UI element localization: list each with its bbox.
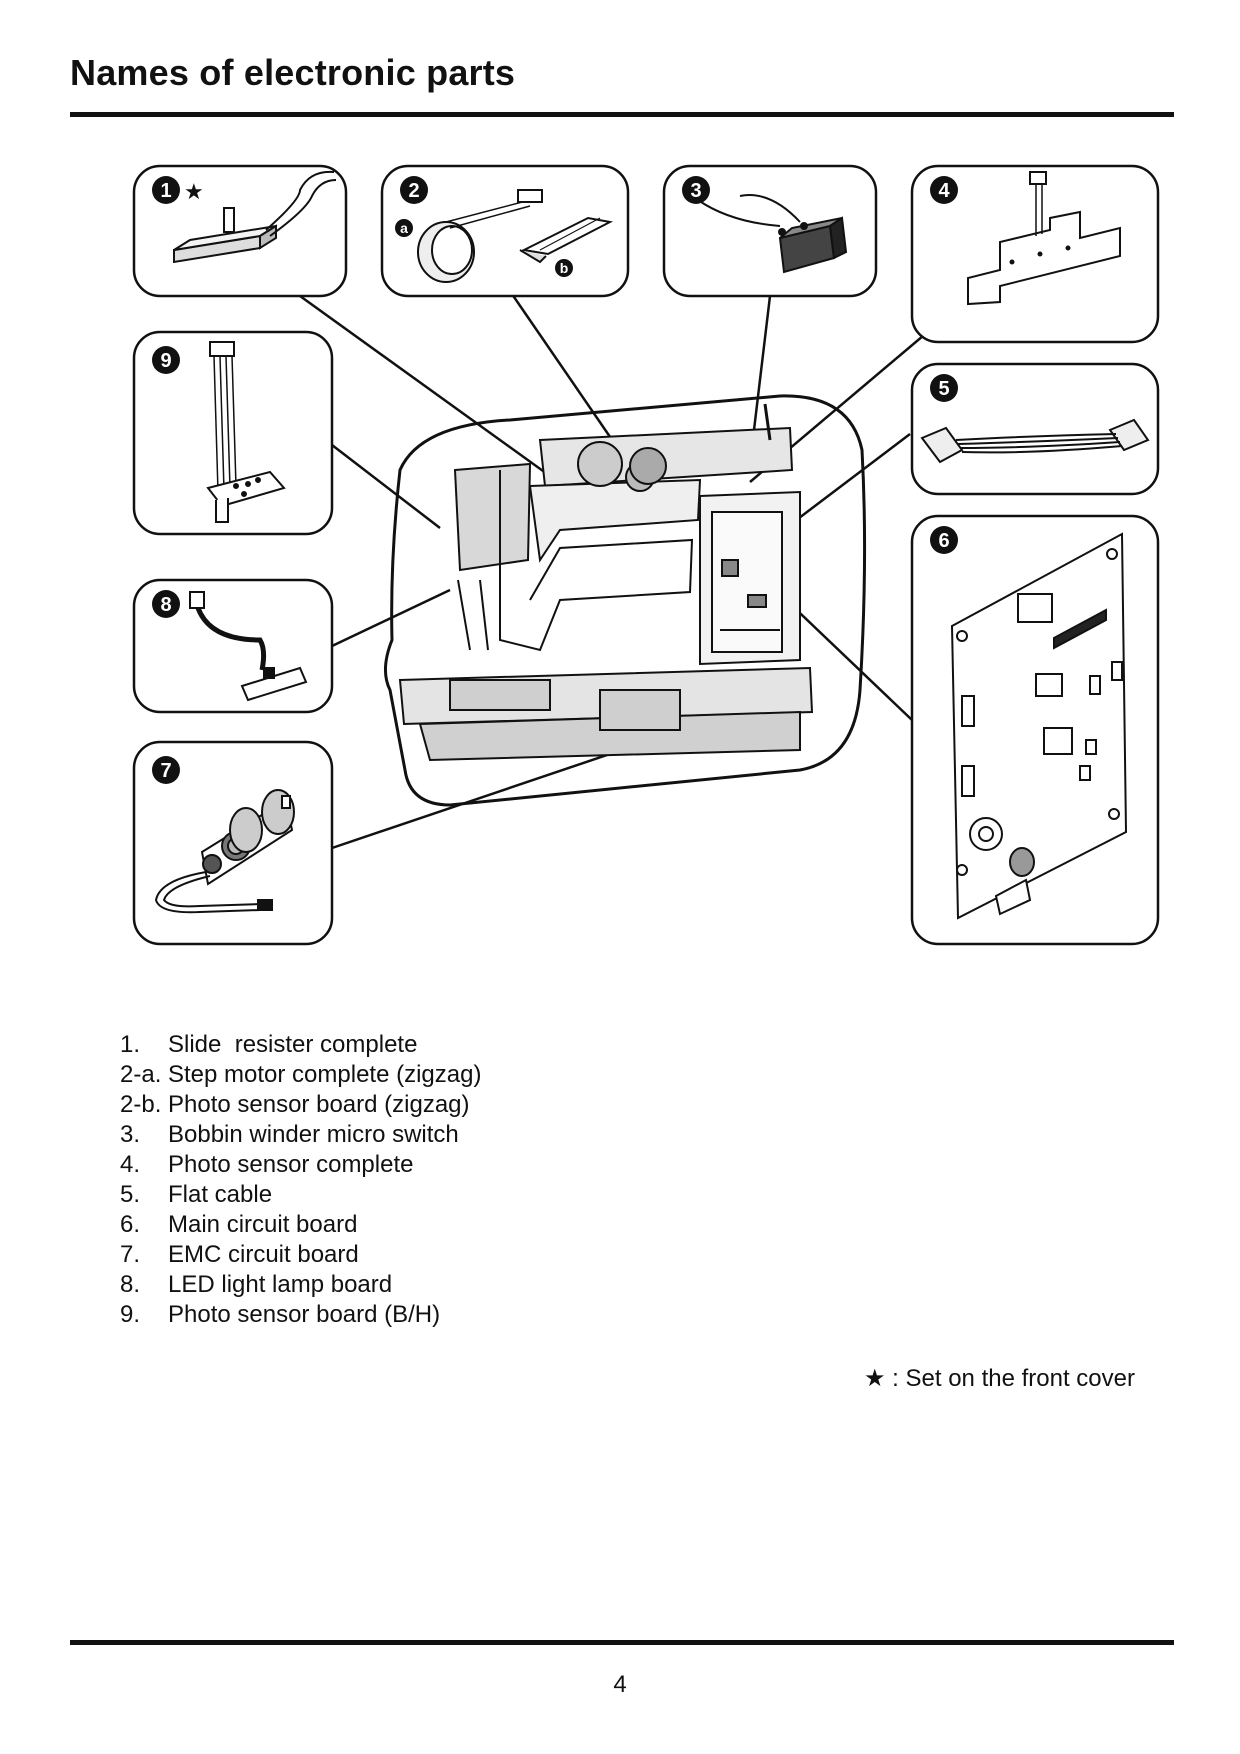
- slide-resister-illustration: [173, 170, 337, 264]
- callout-9-badge: 9: [152, 346, 180, 374]
- callout-5-badge: 5: [930, 374, 958, 402]
- callout-1: 1: [160, 180, 171, 202]
- legend-text: Flat cable: [168, 1181, 273, 1208]
- legend-number: 2-b.: [120, 1091, 162, 1118]
- legend-text: Photo sensor board (B/H): [168, 1301, 441, 1328]
- leader-line-9: [331, 444, 441, 529]
- callout-8-badge: 8: [152, 590, 180, 618]
- photo-sensor-complete-illustration: [967, 171, 1121, 306]
- legend-text: EMC circuit board: [168, 1241, 359, 1268]
- callout-7-badge: 7: [152, 756, 180, 784]
- legend-number: 9.: [120, 1301, 141, 1328]
- page-number: 4: [613, 1671, 627, 1698]
- callout-8: 8: [160, 594, 171, 616]
- callout-6-badge: 6: [930, 526, 958, 554]
- part-box-5: [910, 362, 1160, 496]
- callout-1-badge: 1 ★: [152, 176, 204, 205]
- legend-number: 6.: [120, 1211, 141, 1238]
- legend-row: 8. LED light lamp board: [120, 1270, 481, 1300]
- header-rule: [70, 112, 1174, 117]
- front-cover-note: ★ : Set on the front cover: [864, 1365, 1135, 1392]
- legend-text: Slide resister complete: [168, 1031, 418, 1058]
- parts-diagram: 1 ★ 2 3 4 5 6 7 8 9 a b: [132, 164, 1160, 946]
- sub-label-a: a: [400, 220, 408, 236]
- legend-row: 3. Bobbin winder micro switch: [120, 1120, 481, 1150]
- legend-number: 4.: [120, 1151, 141, 1178]
- leader-line-3: [752, 295, 772, 431]
- main-circuit-board-illustration: [950, 532, 1128, 920]
- legend-text: Main circuit board: [168, 1211, 358, 1238]
- legend-row: 4. Photo sensor complete: [120, 1150, 481, 1180]
- callout-4: 4: [938, 180, 950, 202]
- sub-label-b-badge: b: [555, 259, 573, 277]
- step-motor-illustration: [417, 189, 614, 283]
- callout-3: 3: [690, 180, 701, 202]
- callout-3-badge: 3: [682, 176, 710, 204]
- footer-rule: [70, 1640, 1174, 1645]
- legend-row: 6. Main circuit board: [120, 1210, 481, 1240]
- sub-label-a-badge: a: [395, 219, 413, 237]
- callout-2: 2: [408, 180, 419, 202]
- parts-legend: 1. Slide resister complete 2-a. Step mot…: [120, 1030, 481, 1330]
- legend-text: Photo sensor complete: [168, 1151, 414, 1178]
- legend-number: 5.: [120, 1181, 141, 1208]
- legend-text: Bobbin winder micro switch: [168, 1121, 459, 1148]
- led-lamp-board-illustration: [189, 591, 308, 702]
- callout-9: 9: [160, 350, 171, 372]
- legend-row: 9. Photo sensor board (B/H): [120, 1300, 481, 1330]
- legend-text: Step motor complete (zigzag): [168, 1061, 482, 1088]
- callout-2-badge: 2: [400, 176, 428, 204]
- legend-number: 2-a.: [120, 1061, 162, 1088]
- micro-switch-illustration: [697, 194, 848, 274]
- sub-label-b: b: [560, 260, 569, 276]
- callout-6: 6: [938, 530, 949, 552]
- legend-row: 2-a. Step motor complete (zigzag): [120, 1060, 481, 1090]
- part-box-3: [662, 164, 878, 298]
- star-marker: ★: [184, 180, 204, 205]
- photo-sensor-bh-illustration: [206, 341, 286, 523]
- legend-text: LED light lamp board: [168, 1271, 393, 1298]
- callout-7: 7: [160, 760, 171, 782]
- legend-row: 1. Slide resister complete: [120, 1030, 481, 1060]
- legend-row: 2-b. Photo sensor board (zigzag): [120, 1090, 481, 1120]
- legend-row: 5. Flat cable: [120, 1180, 481, 1210]
- callout-5: 5: [938, 378, 949, 400]
- legend-number: 1.: [120, 1031, 141, 1058]
- callout-4-badge: 4: [930, 176, 958, 204]
- legend-number: 7.: [120, 1241, 141, 1268]
- legend-text: Photo sensor board (zigzag): [168, 1091, 470, 1118]
- part-box-9: [132, 330, 334, 536]
- page-title: Names of electronic parts: [70, 52, 516, 93]
- flat-cable-illustration: [920, 418, 1150, 464]
- legend-number: 8.: [120, 1271, 141, 1298]
- legend-row: 7. EMC circuit board: [120, 1240, 481, 1270]
- sewing-machine-illustration: [384, 394, 867, 807]
- emc-circuit-board-illustration: [154, 789, 295, 914]
- legend-number: 3.: [120, 1121, 141, 1148]
